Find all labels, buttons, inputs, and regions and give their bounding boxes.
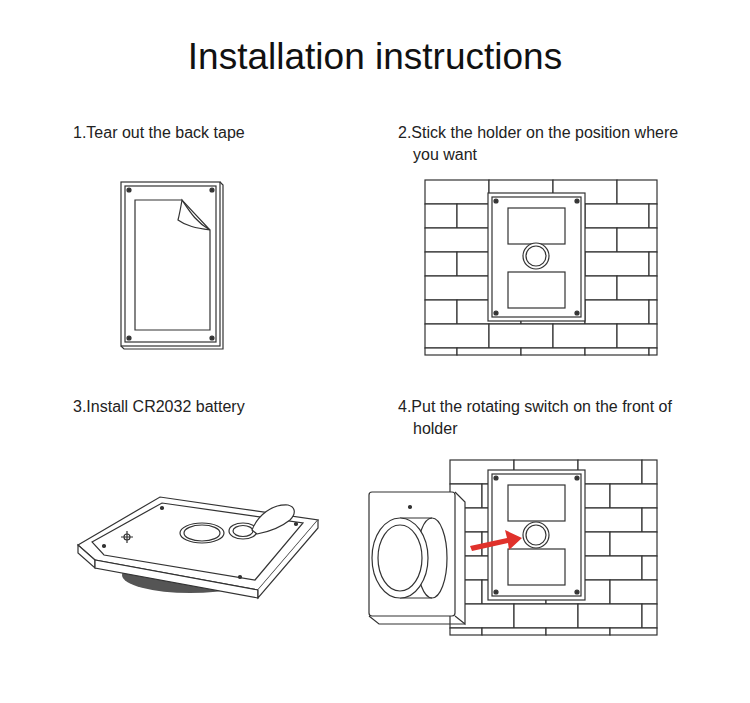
brick [585,300,649,324]
holder-tape [121,182,223,349]
brick [578,556,642,580]
brick [642,508,657,532]
brick [642,604,657,628]
brick [546,628,610,635]
brick-wall [450,460,657,635]
brick [425,348,457,355]
brick [610,580,657,604]
brick [617,228,657,252]
brick-wall [425,180,657,355]
brick [585,348,649,355]
brick [610,484,657,508]
brick [585,204,649,228]
brick [553,324,617,348]
step-caption: 3.Install CR2032 battery [73,396,368,418]
title: Installation instructions [0,36,750,78]
brick [617,276,657,300]
brick [617,324,657,348]
brick [425,180,489,204]
step-caption: 1.Tear out the back tape [73,122,368,144]
brick [649,300,657,324]
step-caption: 2.Stick the holder on the position where… [398,122,693,166]
brick [610,532,657,556]
brick [489,324,553,348]
brick [585,252,649,276]
brick [649,204,657,228]
step-caption: 4.Put the rotating switch on the front o… [398,396,693,440]
brick [450,628,482,635]
brick [425,252,457,276]
brick [578,508,642,532]
brick [610,628,657,635]
brick [425,300,457,324]
brick [425,276,489,300]
brick [457,348,521,355]
brick [578,460,642,484]
rotary-switch [369,492,465,624]
switch-back [78,497,318,598]
arrow [470,530,522,551]
brick [425,324,489,348]
brick [482,628,546,635]
brick [425,204,457,228]
brick [649,348,657,355]
holder [488,193,585,321]
brick [642,460,657,484]
brick [649,252,657,276]
brick [617,180,657,204]
holder [488,470,585,600]
brick [578,604,642,628]
brick [521,348,585,355]
brick [642,556,657,580]
brick [514,604,578,628]
brick [425,228,489,252]
